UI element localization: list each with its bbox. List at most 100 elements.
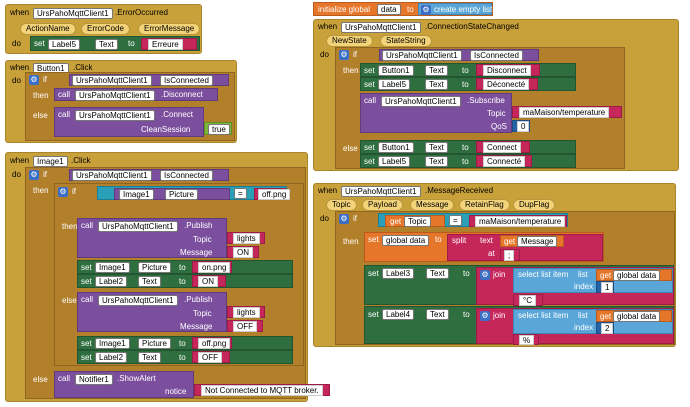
- text-value[interactable]: on.png: [198, 262, 231, 273]
- message-received-event-block[interactable]: when UrsPahoMqttClient1 .MessageReceived…: [313, 183, 676, 347]
- connection-state-changed-event-block[interactable]: when UrsPahoMqttClient1 .ConnectionState…: [313, 19, 679, 171]
- target-dropdown[interactable]: Image1: [95, 262, 130, 273]
- get-topic-block[interactable]: get Topic: [385, 215, 445, 227]
- param-dupflag[interactable]: DupFlag: [513, 199, 556, 211]
- image1-click-event-block[interactable]: when Image1 .Click do ⚙ if UrsPahoMqttCl…: [5, 152, 330, 402]
- text-string-block[interactable]: Déconecté: [476, 78, 538, 90]
- text-string-block[interactable]: on.png: [192, 261, 232, 273]
- set-label5-text-block[interactable]: set Label5 Text to Erreure: [30, 36, 200, 51]
- compare-block[interactable]: Image1 Picture = off.png: [97, 186, 291, 200]
- text-value[interactable]: Déconecté: [483, 79, 530, 90]
- target-dropdown[interactable]: Button1: [378, 142, 414, 153]
- target-dropdown[interactable]: Label5: [378, 156, 411, 167]
- set-global-data-block[interactable]: set global data to split text get Messag…: [364, 232, 604, 262]
- text-value[interactable]: Connecté: [483, 156, 526, 167]
- set-label4-text-block[interactable]: set Label4 Text to ⚙ join select list it…: [364, 306, 674, 345]
- boolean-dropdown[interactable]: true: [208, 124, 230, 135]
- component-dropdown[interactable]: UrsPahoMqttClient1: [75, 110, 155, 121]
- text-value[interactable]: ON: [233, 247, 253, 258]
- text-value[interactable]: off.png: [198, 338, 231, 349]
- property-dropdown[interactable]: Picture: [165, 189, 198, 200]
- create-empty-list-block[interactable]: ⚙ create empty list: [418, 3, 492, 15]
- gear-icon[interactable]: ⚙: [58, 187, 68, 197]
- text-string-block[interactable]: OFF: [192, 351, 230, 363]
- text-string-block[interactable]: off.png: [254, 188, 291, 200]
- connect-call-block[interactable]: call UrsPahoMqttClient1 .Connect CleanSe…: [54, 107, 204, 137]
- component-dropdown[interactable]: UrsPahoMqttClient1: [381, 96, 461, 107]
- target-dropdown[interactable]: Button1: [378, 65, 414, 76]
- number-block[interactable]: 1: [596, 281, 614, 293]
- property-dropdown[interactable]: IsConnected: [470, 50, 523, 61]
- text-string-block[interactable]: °C: [513, 294, 543, 306]
- isconnected-getter-block[interactable]: UrsPahoMqttClient1 IsConnected: [379, 49, 539, 61]
- text-value[interactable]: Disconnect: [483, 65, 531, 76]
- text-string-block[interactable]: ON: [192, 275, 226, 287]
- property-dropdown[interactable]: IsConnected: [160, 170, 213, 181]
- if-else-block[interactable]: ⚙ if UrsPahoMqttClient1 IsConnected then…: [25, 72, 235, 141]
- text-string-block[interactable]: lights: [227, 232, 265, 244]
- number-value[interactable]: 2: [601, 323, 614, 334]
- text-value[interactable]: maMaison/temperature: [475, 216, 566, 227]
- text-string-block[interactable]: ON: [227, 246, 259, 258]
- component-dropdown[interactable]: UrsPahoMqttClient1: [98, 221, 178, 232]
- compare-block[interactable]: get Topic = maMaison/temperature: [378, 213, 568, 227]
- property-dropdown[interactable]: Text: [425, 142, 448, 153]
- variable-name-field[interactable]: data: [377, 4, 401, 15]
- get-message-block[interactable]: get Message: [500, 235, 564, 247]
- compare-operator-dropdown[interactable]: =: [449, 215, 462, 226]
- property-dropdown[interactable]: Text: [425, 79, 448, 90]
- component-dropdown[interactable]: UrsPahoMqttClient1: [98, 295, 178, 306]
- text-value[interactable]: ;: [504, 250, 515, 261]
- outer-if-else-block[interactable]: ⚙ if UrsPahoMqttClient1 IsConnected then…: [25, 167, 330, 399]
- param-payload[interactable]: Payload: [362, 199, 403, 211]
- component-dropdown[interactable]: UrsPahoMqttClient1: [382, 50, 462, 61]
- text-string-block[interactable]: %: [513, 334, 539, 345]
- property-dropdown[interactable]: Text: [138, 352, 161, 363]
- gear-icon[interactable]: ⚙: [339, 214, 349, 224]
- param-message[interactable]: Message: [410, 199, 455, 211]
- text-value[interactable]: Not Connected to MQTT broker.: [201, 385, 323, 396]
- gear-icon[interactable]: ⚙: [29, 170, 39, 180]
- component-dropdown[interactable]: UrsPahoMqttClient1: [72, 75, 152, 86]
- property-dropdown[interactable]: Text: [138, 276, 161, 287]
- text-string-block[interactable]: off.png: [192, 337, 232, 349]
- target-dropdown[interactable]: Label2: [95, 352, 128, 363]
- text-value[interactable]: OFF: [198, 352, 222, 363]
- gear-icon[interactable]: ⚙: [480, 311, 490, 321]
- disconnect-call-block[interactable]: call UrsPahoMqttClient1 .Disconnect: [54, 88, 218, 101]
- button1-click-event-block[interactable]: when Button1 .Click do ⚙ if UrsPahoMqttC…: [5, 60, 237, 143]
- gear-icon[interactable]: ⚙: [421, 5, 431, 15]
- picture-getter-block[interactable]: Image1 Picture: [114, 188, 230, 200]
- variable-dropdown[interactable]: Topic: [404, 216, 431, 227]
- isconnected-getter-block[interactable]: UrsPahoMqttClient1 IsConnected: [69, 169, 229, 181]
- set-button1-text-block[interactable]: set Button1 Text to Disconnect: [360, 63, 576, 77]
- target-dropdown[interactable]: Label5: [378, 79, 411, 90]
- param-statestring[interactable]: StateString: [380, 35, 432, 47]
- text-value[interactable]: lights: [233, 307, 260, 318]
- property-dropdown[interactable]: Text: [426, 309, 449, 320]
- variable-dropdown[interactable]: Message: [517, 236, 558, 247]
- number-block[interactable]: 0: [512, 120, 530, 132]
- publish-call-block-1[interactable]: call UrsPahoMqttClient1 .Publish Topic M…: [77, 218, 227, 258]
- set-button1-text-block[interactable]: set Button1 Text to Connect: [360, 140, 576, 154]
- property-dropdown[interactable]: IsConnected: [160, 75, 213, 86]
- component-dropdown[interactable]: UrsPahoMqttClient1: [75, 90, 155, 101]
- text-value[interactable]: off.png: [258, 189, 291, 200]
- property-dropdown[interactable]: Text: [95, 39, 118, 50]
- target-dropdown[interactable]: Label3: [382, 268, 415, 279]
- initialize-global-block[interactable]: initialize global data to ⚙ create empty…: [313, 2, 493, 16]
- param-errorcode[interactable]: ErrorCode: [81, 23, 130, 35]
- text-string-block[interactable]: ;: [500, 249, 520, 261]
- property-dropdown[interactable]: Picture: [138, 262, 171, 273]
- component-dropdown[interactable]: UrsPahoMqttClient1: [72, 170, 152, 181]
- component-dropdown[interactable]: UrsPahoMqttClient1: [341, 22, 421, 33]
- join-block[interactable]: ⚙ join select list item list get global …: [476, 267, 674, 306]
- text-value[interactable]: OFF: [233, 321, 257, 332]
- component-dropdown[interactable]: Image1: [119, 189, 154, 200]
- text-string-block[interactable]: Connect: [476, 141, 530, 153]
- component-dropdown[interactable]: UrsPahoMqttClient1: [341, 186, 421, 197]
- text-string-block[interactable]: Disconnect: [476, 64, 540, 76]
- target-dropdown[interactable]: Label4: [382, 309, 415, 320]
- gear-icon[interactable]: ⚙: [339, 50, 349, 60]
- text-value[interactable]: Connect: [483, 142, 521, 153]
